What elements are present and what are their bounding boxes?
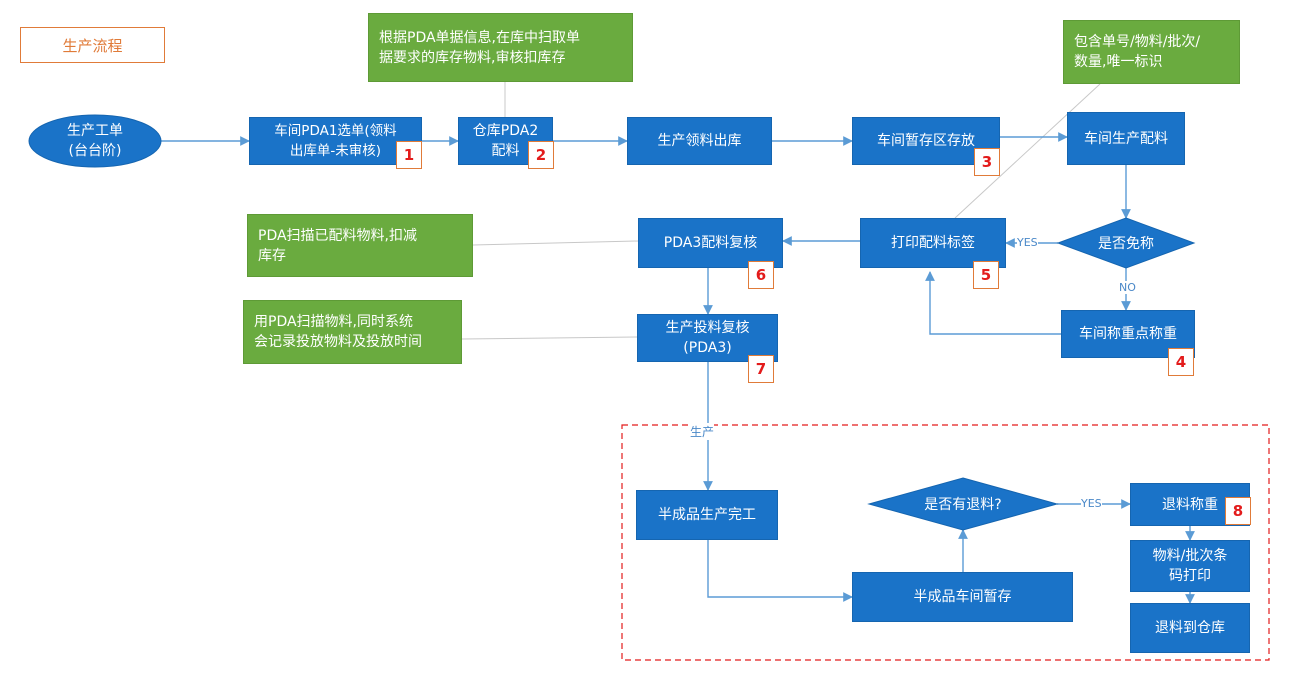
pda1-select-node: 车间PDA1选单(领料 出库单-未审核)	[249, 117, 422, 165]
exempt-decision-diamond	[1056, 217, 1196, 269]
barcode-line1: 物料/批次条	[1152, 548, 1228, 564]
start-line2: (台台阶)	[68, 143, 122, 159]
start-node-label: 生产工单 (台台阶)	[29, 121, 161, 161]
step-badge-3: 3	[974, 148, 1000, 176]
semi-done-node: 半成品生产完工	[636, 490, 778, 540]
annotation-connectors	[461, 82, 1101, 340]
step-badge-4: 4	[1168, 348, 1194, 376]
pda2-line2: 配料	[491, 143, 520, 159]
step-badge-1: 1	[396, 141, 422, 169]
return-warehouse-node: 退料到仓库	[1130, 603, 1250, 653]
step-badge-8: 8	[1225, 497, 1251, 525]
pda1-line2: 出库单-未审核)	[289, 143, 382, 159]
label-info-line2: 数量,唯一标识	[1074, 54, 1163, 70]
prep-node: 车间生产配料	[1067, 112, 1185, 165]
barcode-print-node: 物料/批次条 码打印	[1130, 540, 1250, 592]
page-title: 生产流程	[20, 27, 165, 63]
label-info-line1: 包含单号/物料/批次/	[1074, 34, 1201, 50]
staging-node: 车间暂存区存放	[852, 117, 1000, 165]
scan-record-line1: 用PDA扫描物料,同时系统	[254, 314, 414, 330]
exempt-decision-label: 是否免称	[1098, 236, 1154, 252]
scan-deduct-note: PDA扫描已配料物料,扣减 库存	[247, 214, 473, 277]
feed-review-node: 生产投料复核 (PDA3)	[637, 314, 778, 362]
step-badge-2: 2	[528, 141, 554, 169]
yes-label-exempt: YES	[1017, 236, 1038, 249]
yes-label-return: YES	[1081, 497, 1102, 510]
production-label: 生产	[690, 423, 715, 440]
pda2-line1: 仓库PDA2	[472, 123, 539, 139]
start-line1: 生产工单	[67, 123, 123, 139]
feed-line2: (PDA3)	[683, 340, 732, 356]
step-badge-7: 7	[748, 355, 774, 383]
return-decision-diamond	[867, 477, 1059, 531]
pda-info-note: 根据PDA单据信息,在库中扫取单 据要求的库存物料,审核扣库存	[368, 13, 633, 82]
no-label-exempt: NO	[1119, 281, 1136, 294]
scan-deduct-line2: 库存	[258, 247, 286, 264]
scan-deduct-line1: PDA扫描已配料物料,扣减	[258, 227, 418, 244]
step-badge-6: 6	[748, 261, 774, 289]
label-info-note: 包含单号/物料/批次/ 数量,唯一标识	[1063, 20, 1240, 84]
outbound-node: 生产领料出库	[627, 117, 772, 165]
semi-stage-node: 半成品车间暂存	[852, 572, 1073, 622]
feed-line1: 生产投料复核	[665, 320, 750, 336]
step-badge-5: 5	[973, 261, 999, 289]
scan-record-line2: 会记录投放物料及投放时间	[254, 334, 422, 350]
print-label-node: 打印配料标签	[860, 218, 1006, 268]
pda-info-line2: 据要求的库存物料,审核扣库存	[379, 49, 566, 66]
pda-info-line1: 根据PDA单据信息,在库中扫取单	[379, 29, 581, 46]
pda1-line1: 车间PDA1选单(领料	[274, 123, 397, 139]
start-ellipse	[28, 114, 162, 168]
barcode-line2: 码打印	[1169, 568, 1211, 584]
return-decision-label: 是否有退料?	[924, 497, 1002, 513]
pda3-review-node: PDA3配料复核	[638, 218, 783, 268]
production-region	[621, 424, 1270, 661]
scan-record-note: 用PDA扫描物料,同时系统 会记录投放物料及投放时间	[243, 300, 462, 364]
